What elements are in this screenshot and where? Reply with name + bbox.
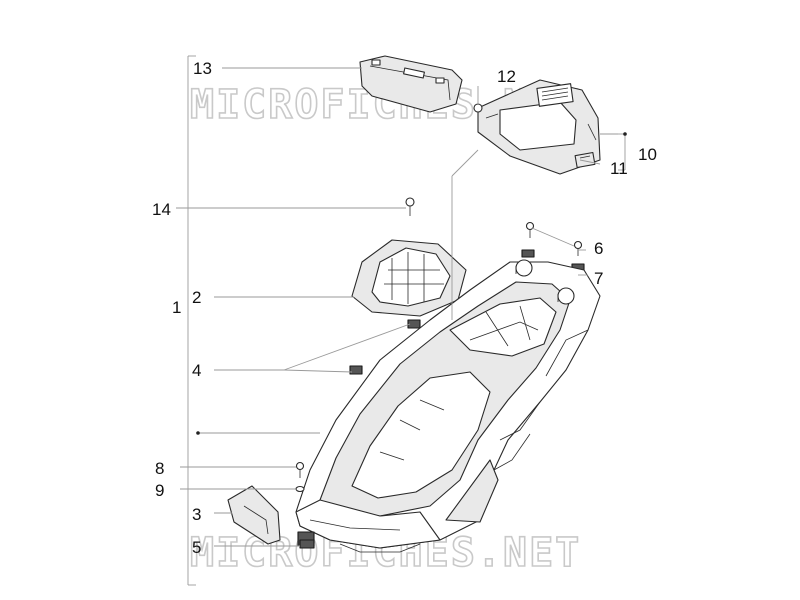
part-14-screw (405, 197, 415, 216)
callout-5: 5 (192, 538, 201, 557)
callout-12: 12 (497, 67, 516, 86)
part-4-nuts (349, 319, 421, 375)
part-10-compartment-lid (477, 79, 601, 175)
part-3-flap (227, 485, 281, 545)
callout-3: 3 (192, 505, 201, 524)
callout-9: 9 (155, 481, 164, 500)
part-8-screw (295, 461, 305, 478)
callout-10: 10 (638, 145, 657, 164)
part-2-inner-cover (351, 239, 467, 317)
callout-14: 14 (152, 200, 171, 219)
part-11-clip (574, 151, 596, 169)
callout-6: 6 (594, 239, 603, 258)
callout-7: 7 (594, 269, 603, 288)
assembly-bracket-10 (618, 132, 627, 171)
assembly-bracket (187, 55, 196, 586)
callout-1: 1 (172, 298, 181, 317)
leader-lines (176, 67, 618, 547)
callout-11: 11 (610, 159, 628, 178)
part-13-top-cover (359, 55, 463, 113)
part-9-washer (295, 485, 305, 493)
callout-13: 13 (193, 59, 212, 78)
part-5-clip (299, 539, 315, 549)
callout-8: 8 (155, 459, 164, 478)
callout-2: 2 (192, 288, 201, 307)
part-12-screw (473, 103, 483, 120)
callout-4: 4 (192, 361, 201, 380)
part-6-screws (525, 221, 583, 256)
callout-labels: 13 12 10 11 14 6 7 2 1 4 8 9 3 5 (152, 59, 657, 557)
part-1-helmet-compartment (295, 259, 601, 553)
